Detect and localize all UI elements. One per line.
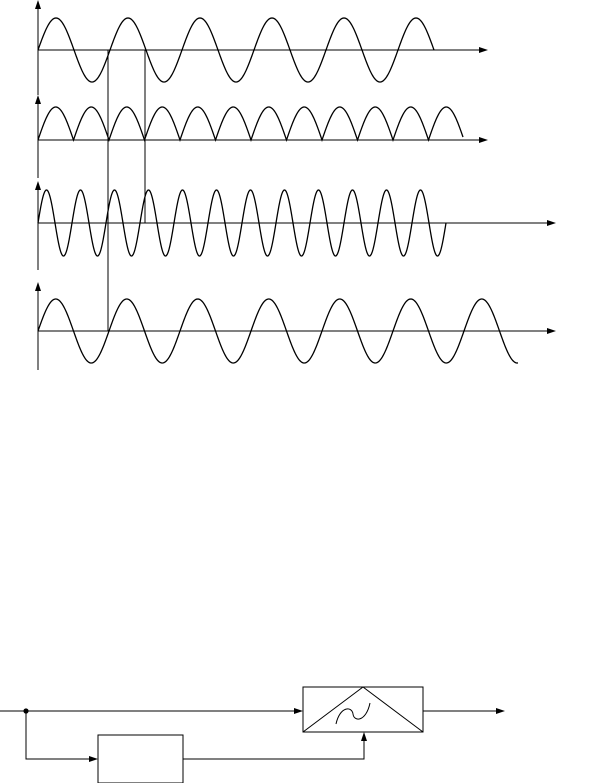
filter-tilde-icon (335, 702, 371, 725)
panel-2-x-arrowhead (479, 137, 488, 143)
panel-2-y-arrowhead (35, 95, 41, 104)
block-left (97, 734, 184, 783)
filter-diagonal-right (362, 686, 424, 733)
branch-arrowhead (89, 756, 98, 762)
waveform-panel-1 (35, 0, 488, 95)
waveform-panel-4 (35, 282, 556, 370)
panel-3-waveform (37, 189, 447, 257)
control-line (183, 740, 365, 760)
panel-1-waveform (37, 17, 435, 83)
waveform-panel-2 (35, 95, 488, 178)
branch-line (25, 711, 90, 760)
panel-3-y-arrowhead (35, 181, 41, 190)
panel-4-waveform (37, 298, 519, 364)
filter-diagonal-left (302, 686, 364, 733)
panel-1-y-arrowhead (35, 0, 41, 9)
block-diagram (0, 686, 505, 783)
panel-1-x-arrowhead (479, 47, 488, 53)
panel-2-waveform (37, 106, 464, 143)
input-arrowhead (294, 708, 303, 714)
control-arrowhead (361, 732, 367, 741)
panel-3-x-arrowhead (547, 220, 556, 226)
waveform-panel-3 (35, 181, 556, 270)
alignment-lines (107, 50, 146, 331)
panel-4-y-arrowhead (35, 282, 41, 291)
panel-4-x-arrowhead (547, 328, 556, 334)
block-right (302, 686, 424, 733)
output-arrowhead (496, 708, 505, 714)
